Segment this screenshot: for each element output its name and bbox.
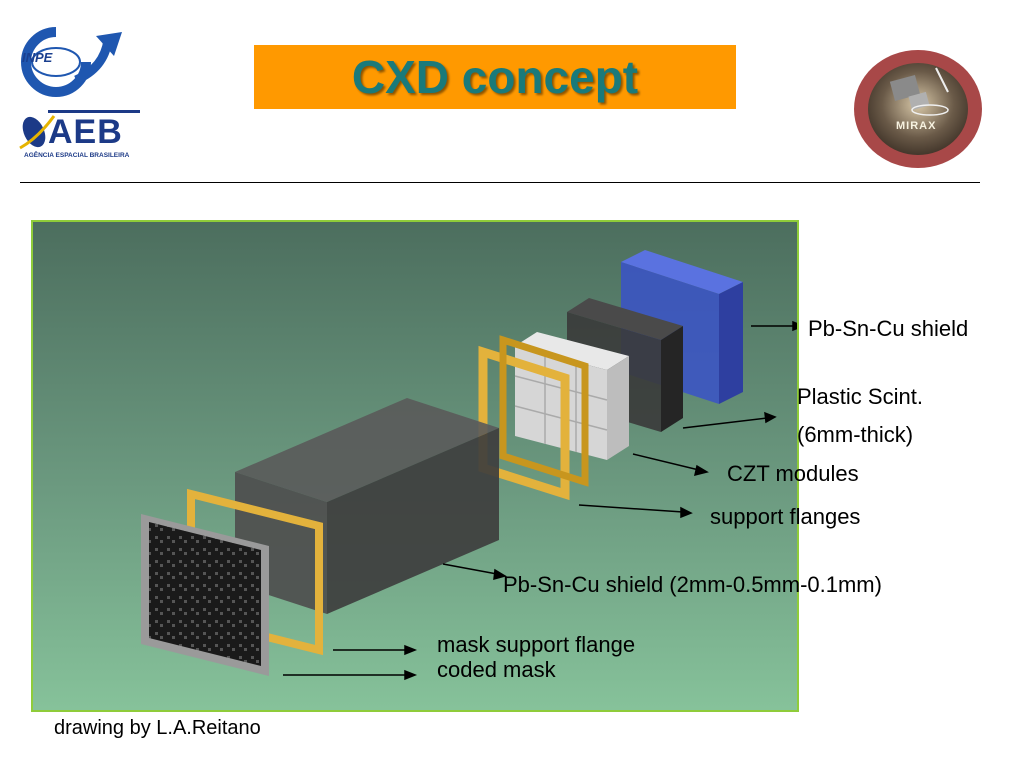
aeb-logo-icon — [19, 110, 140, 150]
label-mask-support-flange: mask support flange — [437, 632, 636, 657]
label-coded-mask: coded mask — [437, 657, 556, 682]
page-title: CXD concept — [351, 51, 639, 103]
leader-arrows — [283, 320, 797, 681]
inpe-logo-text: INPE — [22, 50, 53, 65]
label-pb-sn-cu-shield-layers: Pb-Sn-Cu shield (2mm-0.5mm-0.1mm) — [503, 572, 882, 597]
coded-mask — [141, 514, 269, 676]
header-divider — [20, 182, 980, 183]
cxd-exploded-diagram — [31, 220, 799, 712]
collimator-shield-box — [235, 398, 499, 614]
label-plastic-scint-thickness: (6mm-thick) — [797, 422, 914, 447]
cxd-drawing — [141, 250, 797, 681]
drawing-credit: drawing by L.A.Reitano — [54, 717, 261, 739]
label-support-flanges: support flanges — [710, 504, 861, 529]
label-czt-modules: CZT modules — [727, 461, 859, 486]
mirax-logo-text: MIRAX — [896, 120, 937, 132]
label-plastic-scint: Plastic Scint. — [797, 384, 923, 409]
aeb-logo-subtitle: AGÊNCIA ESPACIAL BRASILEIRA — [24, 152, 130, 159]
inpe-logo-icon — [21, 26, 122, 97]
aeb-logo-title: AEB — [48, 113, 123, 151]
mirax-logo-icon — [854, 50, 982, 168]
label-pb-sn-cu-shield: Pb-Sn-Cu shield — [808, 316, 969, 341]
title-banner: CXD concept — [254, 45, 736, 109]
